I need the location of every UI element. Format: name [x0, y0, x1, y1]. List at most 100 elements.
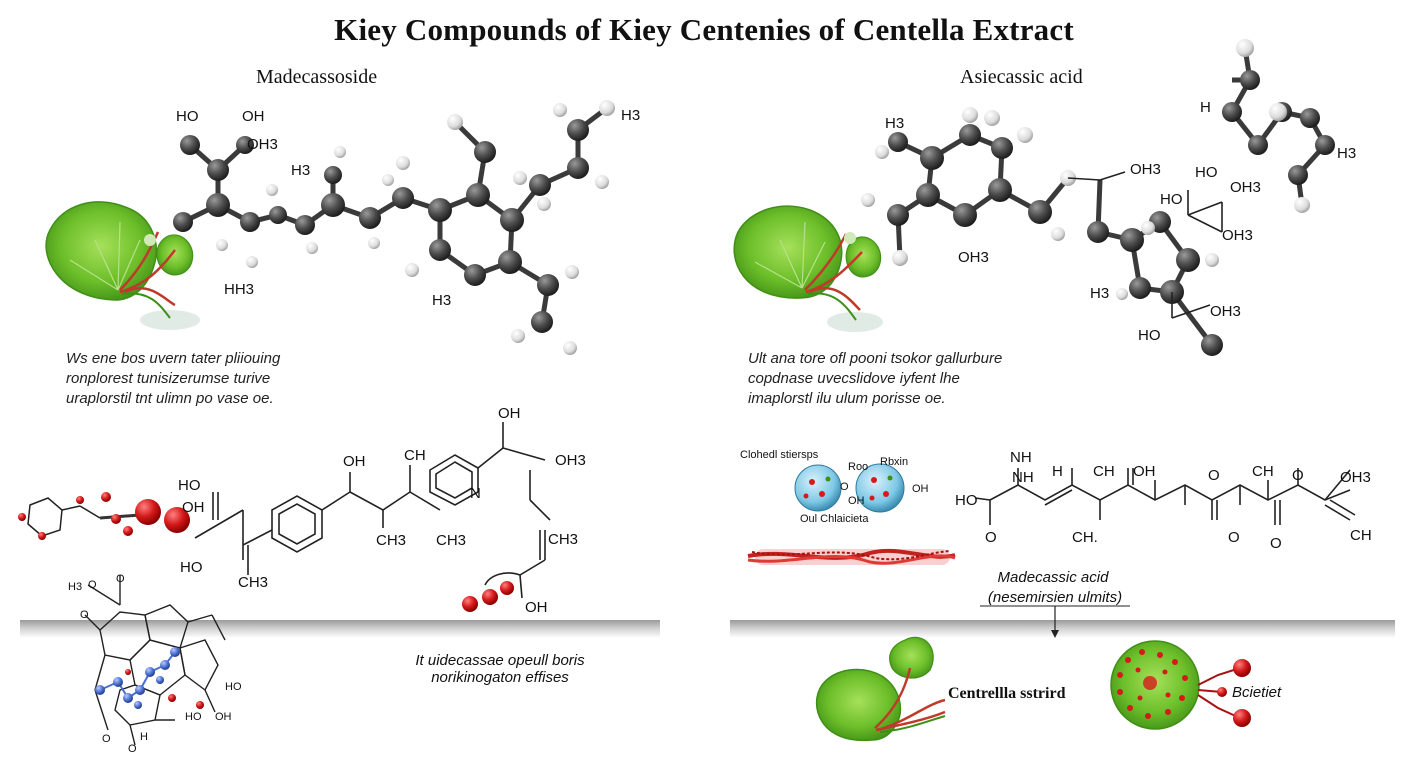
svg-text:H: H	[1052, 463, 1063, 480]
svg-text:OH3: OH3	[1222, 227, 1253, 244]
left-caption: It uidecassae opeull boris norikinogaton…	[405, 652, 595, 686]
svg-text:CH: CH	[1093, 463, 1115, 480]
svg-text:HO: HO	[1195, 164, 1218, 181]
svg-text:OH: OH	[848, 495, 865, 507]
madecassic-acid-chain-labels: NH NH H CH OH O CH O OH3 HO O CH. O O CH	[955, 449, 1372, 552]
svg-text:H: H	[1200, 99, 1211, 116]
svg-text:O: O	[985, 529, 997, 546]
svg-text:OH3: OH3	[1130, 161, 1161, 178]
right-paragraph-line: Ult ana tore ofl pooni tsokor gallurbure	[748, 350, 1003, 367]
asiecassic-atoms	[844, 39, 1335, 356]
left-paragraph: Ws ene bos uvern tater pliiouing ronplor…	[66, 349, 280, 409]
svg-text:OH: OH	[182, 499, 205, 516]
polycyclic-structure	[84, 575, 226, 746]
svg-text:OH3: OH3	[555, 452, 586, 469]
svg-text:OH: OH	[498, 405, 521, 422]
leaf-label: Centrellla sstrird	[948, 685, 1066, 702]
centella-leaf-right	[733, 205, 883, 332]
svg-text:(nesemirsien ulmits): (nesemirsien ulmits)	[988, 589, 1122, 606]
svg-text:OH: OH	[343, 453, 366, 470]
svg-text:OH: OH	[215, 711, 232, 723]
small-ring-atoms	[18, 492, 190, 540]
madecassic-acid-chain	[974, 468, 1356, 525]
svg-text:H3: H3	[291, 162, 310, 179]
svg-text:NH: NH	[1010, 449, 1032, 466]
madecassoside-labels: HO OH OH3 H3 HH3 H3 H3	[176, 107, 640, 309]
asiecassic-model	[895, 47, 1328, 347]
svg-text:Rbxin: Rbxin	[880, 456, 908, 468]
svg-text:O: O	[116, 573, 125, 585]
svg-text:O: O	[1208, 467, 1220, 484]
svg-text:Clohedl stiersps: Clohedl stiersps	[740, 449, 819, 461]
left-shelf	[20, 620, 660, 638]
left-heading: Madecassoside	[256, 66, 378, 88]
svg-text:HO: HO	[225, 681, 242, 693]
svg-text:OH: OH	[525, 599, 548, 616]
svg-text:OH: OH	[242, 108, 265, 125]
svg-text:HO: HO	[1160, 191, 1183, 208]
svg-text:HH3: HH3	[224, 281, 254, 298]
svg-text:H3: H3	[885, 115, 904, 132]
left-paragraph-line: uraplorstil tnt ulimn po vase oe.	[66, 390, 274, 407]
svg-text:O: O	[88, 579, 97, 591]
collagen-fibers	[747, 548, 956, 565]
svg-text:Oul Chlaicieta: Oul Chlaicieta	[800, 513, 869, 525]
svg-text:O: O	[1292, 467, 1304, 484]
svg-text:OH3: OH3	[247, 136, 278, 153]
svg-text:OH3: OH3	[1340, 469, 1371, 486]
svg-text:H3: H3	[621, 107, 640, 124]
madecassoside-atoms	[144, 100, 615, 355]
svg-text:HO: HO	[1138, 327, 1161, 344]
left-paragraph-line: Ws ene bos uvern tater pliiouing	[66, 350, 281, 367]
svg-text:O: O	[128, 743, 137, 755]
centella-leaf-bottom	[815, 636, 946, 742]
right-heading: Asiecassic acid	[960, 66, 1083, 88]
left-caption-line: norikinogaton effises	[431, 669, 569, 686]
svg-text:OH3: OH3	[958, 249, 989, 266]
svg-text:O: O	[840, 481, 849, 493]
cell-label: Bcietiet	[1232, 684, 1282, 701]
asiecassic-labels: H3 OH3 OH3 H H3 HO OH3 HO OH3 H3 OH3 HO	[885, 99, 1356, 344]
svg-text:H3: H3	[68, 581, 82, 593]
centella-leaf-left	[45, 201, 200, 330]
structural-formula-left-atoms	[462, 581, 514, 612]
right-paragraph-line: copdnase uvecslidove iyfent lhe	[748, 370, 960, 387]
svg-text:O: O	[102, 733, 111, 745]
right-paragraph-line: imaplorstl ilu ulum porisse oe.	[748, 390, 946, 407]
left-paragraph-line: ronplorest tunisizerumse turive	[66, 370, 271, 387]
svg-text:OH3: OH3	[1210, 303, 1241, 320]
svg-text:HO: HO	[176, 108, 199, 125]
svg-text:CH3: CH3	[238, 574, 268, 591]
polycyclic-labels: H3 O O O HO OH HO H O O	[68, 573, 242, 755]
skin-cell	[1110, 640, 1251, 730]
svg-text:N: N	[470, 485, 481, 502]
svg-text:OH: OH	[1133, 463, 1156, 480]
svg-text:CH: CH	[1252, 463, 1274, 480]
left-caption-line: It uidecassae opeull boris	[415, 652, 585, 669]
svg-text:H: H	[140, 731, 148, 743]
svg-text:CH: CH	[1350, 527, 1372, 544]
svg-text:H3: H3	[1337, 145, 1356, 162]
svg-text:O: O	[1270, 535, 1282, 552]
asiecassic-bonds-thin	[1067, 171, 1223, 319]
svg-text:O: O	[80, 609, 89, 621]
svg-text:OH: OH	[912, 483, 929, 495]
svg-text:H3: H3	[432, 292, 451, 309]
svg-text:HO: HO	[178, 477, 201, 494]
svg-text:O: O	[1228, 529, 1240, 546]
svg-text:CH3: CH3	[548, 531, 578, 548]
svg-text:CH3: CH3	[436, 532, 466, 549]
svg-text:HO: HO	[955, 492, 978, 509]
structural-formula-left	[194, 422, 551, 599]
structural-formula-left-labels: HO OH HO CH3 OH CH CH3 CH3 N OH OH3 CH3 …	[178, 405, 586, 616]
svg-text:Madecassic acid: Madecassic acid	[998, 569, 1110, 586]
page-title: Kiey Compounds of Kiey Centenies of Cent…	[334, 12, 1074, 47]
right-paragraph: Ult ana tore ofl pooni tsokor gallurbure…	[748, 349, 1002, 409]
svg-text:OH3: OH3	[1230, 179, 1261, 196]
svg-text:HO: HO	[180, 559, 203, 576]
svg-text:CH: CH	[404, 447, 426, 464]
right-shelf	[730, 620, 1395, 638]
svg-text:CH.: CH.	[1072, 529, 1098, 546]
svg-text:CH3: CH3	[376, 532, 406, 549]
